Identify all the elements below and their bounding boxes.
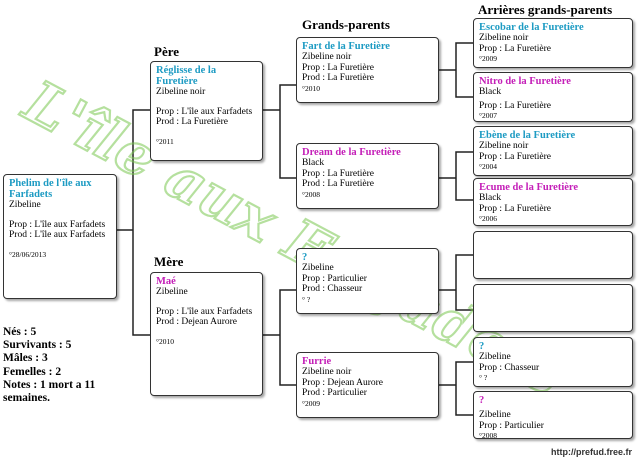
great-grandparent-name: ? (479, 341, 485, 352)
great-grandparent-color: Zibeline (479, 410, 511, 420)
great-grandparent-prop: Prop : Chasseur (479, 362, 540, 373)
great-grandparent-card[interactable]: Nitro de la Furetière Black Prop : La Fu… (473, 72, 633, 122)
grandparent-prop: Prop : Particulier (302, 273, 367, 284)
great-grandparent-prop: Prop : La Furetière (479, 203, 552, 214)
great-grandparent-color: Black (479, 193, 502, 203)
stat-survivants: Survivants : 5 (3, 339, 72, 352)
grandparent-prop: Prop : La Furetière (302, 62, 375, 73)
great-grandparent-card[interactable]: Escobar de la Furetière Zibeline noir Pr… (473, 18, 633, 68)
father-prop: Prop : L'île aux Farfadets (156, 106, 253, 117)
great-grandparent-date: ° ? (479, 373, 488, 382)
grandparent-name: Dream de la Furetière (302, 147, 401, 158)
father-prod: Prod : La Furetière (156, 117, 229, 127)
mother-card[interactable]: Maé Zibeline Prop : L'île aux Farfadets … (150, 272, 263, 396)
stat-nes: Nés : 5 (3, 326, 37, 338)
grandparent-prod: Prod : La Furetière (302, 179, 375, 189)
grandparent-prod: Prod : Particulier (302, 388, 367, 398)
grandparent-color: Zibeline noir (302, 52, 352, 62)
grandparent-prod: Prod : La Furetière (302, 73, 375, 83)
great-grandparent-card-empty[interactable] (473, 284, 633, 332)
great-grandparent-name: Ebène de la Furetière (479, 130, 576, 141)
great-grandparent-color: Zibeline noir (479, 141, 529, 151)
grandparent-color: Zibeline (302, 263, 334, 273)
mother-color: Zibeline (156, 287, 188, 297)
great-grandparent-color: Zibeline (479, 352, 511, 362)
great-grandparent-color: Black (479, 87, 502, 97)
grandparent-date: °2009 (302, 398, 320, 408)
grandparent-prop: Prop : La Furetière (302, 168, 375, 179)
mother-name: Maé (156, 276, 176, 287)
grandparent-color: Zibeline noir (302, 367, 352, 377)
great-grandparent-prop: Prop : La Furetière (479, 43, 552, 54)
father-color: Zibeline noir (156, 87, 206, 97)
subject-name: Phelim de l'île aux Farfadets (9, 178, 92, 200)
header-arrieres: Arrières grands-parents (478, 2, 613, 17)
father-card[interactable]: Réglisse de la Furetière Zibeline noir P… (150, 61, 263, 161)
stat-femelles: Femelles : 2 (3, 365, 62, 378)
great-grandparent-name: ? (479, 395, 485, 406)
great-grandparent-date: °2004 (479, 162, 497, 171)
grandparent-card[interactable]: ? Zibeline Prop : Particulier Prod : Cha… (296, 248, 439, 314)
great-grandparent-date: °2006 (479, 214, 497, 223)
grandparent-prod: Prod : Chasseur (302, 284, 363, 294)
grandparent-date: °2010 (302, 83, 320, 93)
stat-males: Mâles : 3 (3, 352, 48, 365)
grandparent-prop: Prop : Dejean Aurore (302, 377, 383, 388)
mother-prod: Prod : Dejean Aurore (156, 317, 237, 327)
grandparent-name: Fart de la Furetière (302, 41, 390, 52)
grandparent-date: ° ? (302, 294, 311, 304)
stat-notes: Notes : 1 mort a 11 semaines. (3, 378, 96, 405)
subject-prop: Prop : L'île aux Farfadets (9, 219, 106, 230)
subject-color: Zibeline (9, 200, 41, 210)
great-grandparent-card[interactable]: ? Zibeline Prop : Chasseur ° ? (473, 337, 633, 387)
grandparent-card[interactable]: Fart de la Furetière Zibeline noir Prop … (296, 37, 439, 103)
great-grandparent-name: Ecume de la Furetière (479, 182, 579, 193)
great-grandparent-date: °2007 (479, 111, 497, 120)
great-grandparent-name: Escobar de la Furetière (479, 22, 584, 33)
mother-prop: Prop : L'île aux Farfadets (156, 306, 253, 317)
great-grandparent-date: °2009 (479, 54, 497, 63)
subject-date: °28/06/2013 (9, 249, 47, 259)
subject-prod: Prod : L'île aux Farfadets (9, 230, 106, 240)
mother-date: °2010 (156, 336, 174, 346)
great-grandparent-card[interactable]: Ebène de la Furetière Zibeline noir Prop… (473, 126, 633, 176)
great-grandparent-color: Zibeline noir (479, 33, 529, 43)
grandparent-card[interactable]: Dream de la Furetière Black Prop : La Fu… (296, 143, 439, 209)
great-grandparent-prop: Prop : La Furetière (479, 100, 552, 111)
grandparent-name: ? (302, 252, 308, 263)
subject-card[interactable]: Phelim de l'île aux Farfadets Zibeline P… (3, 174, 117, 299)
grandparent-card[interactable]: Furrie Zibeline noir Prop : Dejean Auror… (296, 352, 439, 418)
header-mere: Mère (154, 254, 184, 269)
grandparent-color: Black (302, 158, 325, 168)
header-pere: Père (154, 44, 180, 59)
father-name: Réglisse de la Furetière (156, 65, 217, 87)
site-url[interactable]: http://prefud.free.fr (551, 447, 632, 457)
grandparent-date: °2008 (302, 189, 320, 199)
great-grandparent-prop: Prop : Particulier (479, 420, 544, 431)
great-grandparent-card-empty[interactable] (473, 231, 633, 279)
grandparent-name: Furrie (302, 356, 332, 367)
great-grandparent-prop: Prop : La Furetière (479, 151, 552, 162)
great-grandparent-date: °2008 (479, 431, 497, 439)
great-grandparent-card[interactable]: ? Zibeline Prop : Particulier °2008 (473, 391, 633, 439)
great-grandparent-name: Nitro de la Furetière (479, 76, 571, 87)
father-date: °2011 (156, 136, 174, 146)
header-grands-parents: Grands-parents (302, 17, 390, 32)
litter-stats: Nés : 5 Survivants : 5 Mâles : 3 Femelle… (3, 326, 123, 405)
great-grandparent-card[interactable]: Ecume de la Furetière Black Prop : La Fu… (473, 178, 633, 226)
